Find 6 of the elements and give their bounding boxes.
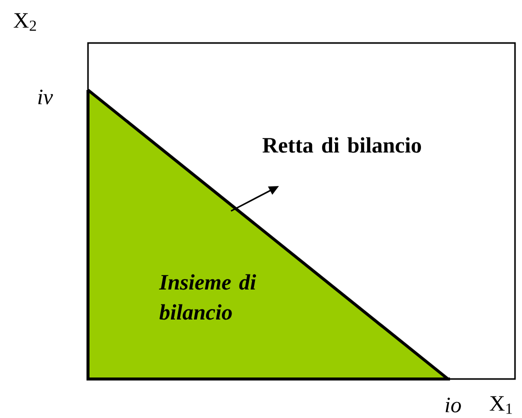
intercept-label: iv — [38, 90, 53, 104]
intercept-label: io — [446, 398, 461, 412]
axis-label: X$_{2}$ — [14, 13, 36, 31]
axis-label: X$_{1}$ — [490, 396, 512, 414]
region-label: Insieme di bilancio — [158, 274, 256, 320]
line-label: Retta di bilancio — [262, 137, 421, 153]
